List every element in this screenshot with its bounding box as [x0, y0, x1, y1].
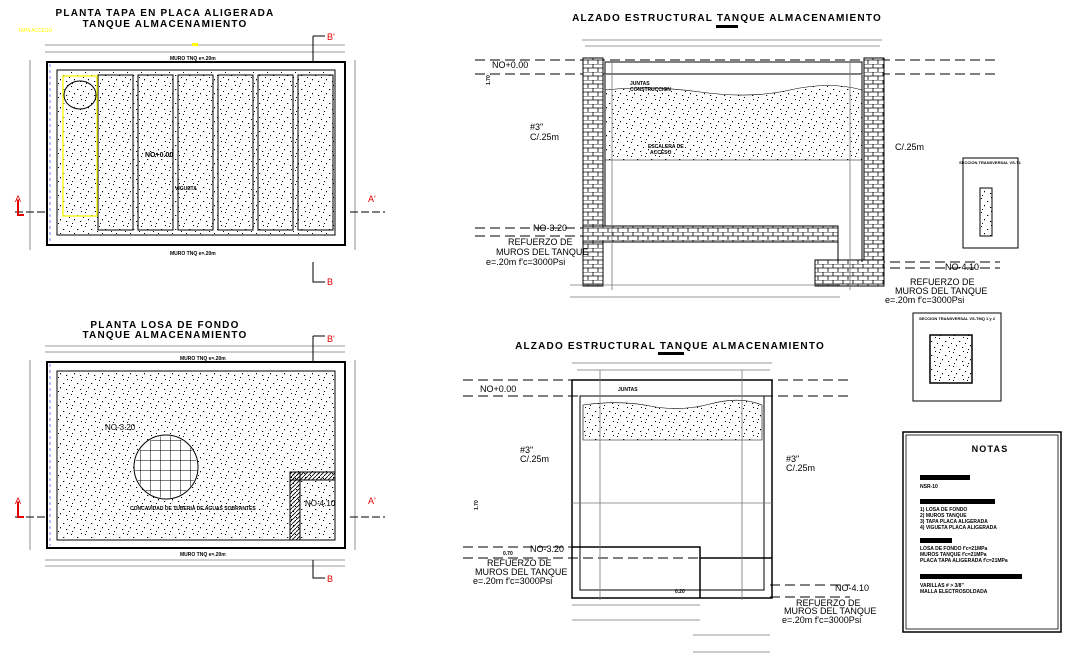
- plan-bottom-sump-note: CONCAVIDAD DE TUBERIA DE AGUAS SOBRANTES: [130, 506, 256, 512]
- notes-item-2: 2) MUROS TANQUE: [920, 513, 967, 519]
- elev-bottom-level-mid: NO-3.20: [530, 544, 564, 554]
- elevation-bottom: ALZADO ESTRUCTURAL TANQUE ALMACENAMIENTO…: [463, 341, 876, 653]
- elevation-top: ALZADO ESTRUCTURAL TANQUE ALMACENAMIENTO…: [475, 13, 1000, 305]
- elev-bottom-dim-170: 1.70: [474, 500, 480, 510]
- access-circle: [63, 80, 97, 110]
- elev-bottom-bar-right: #3": [786, 454, 799, 464]
- elev-top-level-top: NO+0.00: [492, 60, 528, 70]
- notes-steel-2: MALLA ELECTROSOLDADA: [920, 589, 988, 595]
- section-marker-b: B: [327, 277, 333, 287]
- section-marker-a-2: A: [15, 496, 21, 506]
- elev-bottom-spacing-right: C/.25m: [786, 463, 815, 473]
- plan-bottom-title: PLANTA LOSA DE FONDO: [90, 320, 239, 331]
- section-marker-b-prime-2: B': [327, 334, 335, 344]
- dim-marker: [192, 43, 198, 46]
- refuerzo-bottom-right-3: e=.20m f'c=3000Psi: [782, 615, 861, 625]
- elev-top-acceso: ACCESO: [650, 150, 672, 156]
- refuerzo-bottom-left-2: MUROS DEL TANQUE: [475, 567, 567, 577]
- notes-material-1: LOSA DE FONDO f'c=21MPa: [920, 546, 987, 552]
- elev-bottom-dim-070: 0.70: [503, 551, 513, 557]
- plan-top-vigueta: VIGUETA: [175, 186, 197, 192]
- plan-top-subtitle: TANQUE ALMACENAMIENTO: [82, 19, 247, 30]
- plan-bottom-level-1: NO-3.20: [105, 423, 136, 432]
- elev-top-escalera: ESCALERA DE: [648, 144, 684, 150]
- refuerzo-top-left-2: MUROS DEL TANQUE: [496, 247, 588, 257]
- plan-bottom-wall-note-bottom: MURO TNQ e=.20m: [180, 552, 226, 558]
- refuerzo-bottom-left-3: e=.20m f'c=3000Psi: [473, 576, 552, 586]
- notes-steel-1: VARILLAS # > 3/8": [920, 583, 964, 589]
- plan-bottom-subtitle: TANQUE ALMACENAMIENTO: [82, 330, 247, 341]
- refuerzo-bottom-left-1: REFUERZO DE: [487, 558, 552, 568]
- elev-bottom-title: ALZADO ESTRUCTURAL TANQUE ALMACENAMIENTO: [515, 341, 825, 352]
- plan-top-title: PLANTA TAPA EN PLACA ALIGERADA: [56, 8, 275, 19]
- plan-bottom-wall-note: MURO TNQ e=.20m: [180, 356, 226, 362]
- section-vs-t1-label: SECCION TRANSVERSAL VS-T1: [959, 160, 1021, 165]
- refuerzo-bottom-right-2: MUROS DEL TANQUE: [784, 606, 876, 616]
- notes-code: NSR-10: [920, 484, 938, 490]
- access-hatch: [62, 75, 98, 217]
- notes-item-3: 3) TAPA PLACA ALIGERADA: [920, 519, 988, 525]
- plan-top-view: PLANTA TAPA EN PLACA ALIGERADA TANQUE AL…: [15, 8, 385, 287]
- section-marker-b-prime: B': [327, 32, 335, 42]
- elev-top-level-mid: NO-3.20: [533, 223, 567, 233]
- elev-bottom-dim-020: 0.20: [675, 589, 685, 595]
- elev-bottom-bar-left: #3": [520, 445, 533, 455]
- section-marker-b-2: B: [327, 574, 333, 584]
- slab-texture: [58, 72, 334, 234]
- elev-bottom-spacing-left: C/.25m: [520, 454, 549, 464]
- elev-bottom-level-top: NO+0.00: [480, 384, 516, 394]
- elev-top-spacing-right: C/.25m: [895, 142, 924, 152]
- elev-top-level-low: NO-4.10: [945, 262, 979, 272]
- plan-top-level: NO+0.00: [145, 152, 173, 159]
- refuerzo-top-right-2: MUROS DEL TANQUE: [895, 286, 987, 296]
- section-vs-tmq-label: SECCION TRANSVERSAL VS-TMQ 1 y 2: [919, 316, 996, 321]
- refuerzo-top-right-3: e=.20m f'c=3000Psi: [885, 295, 964, 305]
- notes-box: NOTAS NSR-10 1) LOSA DE FONDO 2) MUROS T…: [902, 431, 1062, 633]
- elev-top-juntas: JUNTAS: [630, 81, 650, 87]
- plan-bottom-view: PLANTA LOSA DE FONDO TANQUE ALMACENAMIEN…: [15, 320, 385, 584]
- refuerzo-top-right-1: REFUERZO DE: [910, 277, 975, 287]
- plan-top-callout: TAPA ACCESO: [18, 28, 52, 34]
- section-details: SECCION TRANSVERSAL VS-T1 SECCION TRANSV…: [912, 157, 1022, 402]
- elev-top-construccion: CONSTRUCCION: [630, 87, 671, 93]
- elev-top-dim: 1.70: [486, 75, 492, 85]
- elev-top-title: ALZADO ESTRUCTURAL TANQUE ALMACENAMIENTO: [572, 13, 882, 24]
- notes-title: NOTAS: [972, 444, 1009, 454]
- notes-item-4: 4) VIGUETA PLACA ALIGERADA: [920, 525, 997, 531]
- plan-top-wall-note-bottom: MURO TNQ e=.20m: [170, 251, 216, 257]
- section-marker-a-prime-2: A': [368, 496, 376, 506]
- plan-top-wall-note: MURO TNQ e=.20m: [170, 56, 216, 62]
- notes-item-1: 1) LOSA DE FONDO: [920, 507, 967, 513]
- plan-bottom-level-2: NO-4.10: [305, 499, 336, 508]
- elev-top-spacing-left: C/.25m: [530, 132, 559, 142]
- refuerzo-top-left-3: e=.20m f'c=3000Psi: [486, 257, 565, 267]
- notes-material-3: PLACA TAPA ALIGERADA f'c=21MPa: [920, 558, 1008, 564]
- refuerzo-top-left-1: REFUERZO DE: [508, 237, 573, 247]
- section-marker-a: A: [15, 194, 21, 204]
- joists: [97, 74, 334, 231]
- elev-bottom-juntas: JUNTAS: [618, 387, 638, 393]
- elev-bottom-level-low: NO-4.10: [835, 583, 869, 593]
- elev-top-bar: #3": [530, 122, 543, 132]
- section-marker-a-prime: A': [368, 194, 376, 204]
- refuerzo-bottom-right-1: REFUERZO DE: [796, 598, 861, 608]
- notes-material-2: MUROS TANQUE f'c=21MPa: [920, 552, 987, 558]
